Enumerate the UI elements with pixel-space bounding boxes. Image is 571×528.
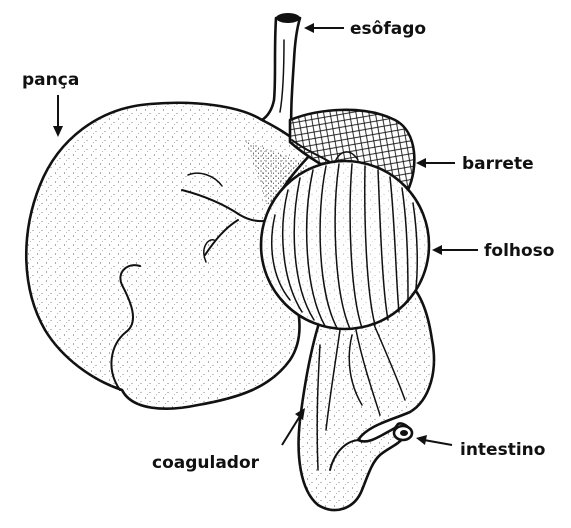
label-intestino: intestino [416,435,545,460]
label-folhoso: folhoso [432,241,554,261]
folhoso-text: folhoso [484,241,554,261]
label-panca: pança [22,70,79,137]
label-barrete: barrete [416,154,534,174]
label-esofago: esôfago [304,19,426,39]
label-coagulador: coagulador [152,408,305,473]
barrete-text: barrete [462,154,534,174]
panca-text: pança [22,70,79,90]
coagulador-text: coagulador [152,453,260,473]
intestino-text: intestino [460,440,545,460]
intestine [394,423,412,440]
esofago-text: esôfago [350,19,426,39]
